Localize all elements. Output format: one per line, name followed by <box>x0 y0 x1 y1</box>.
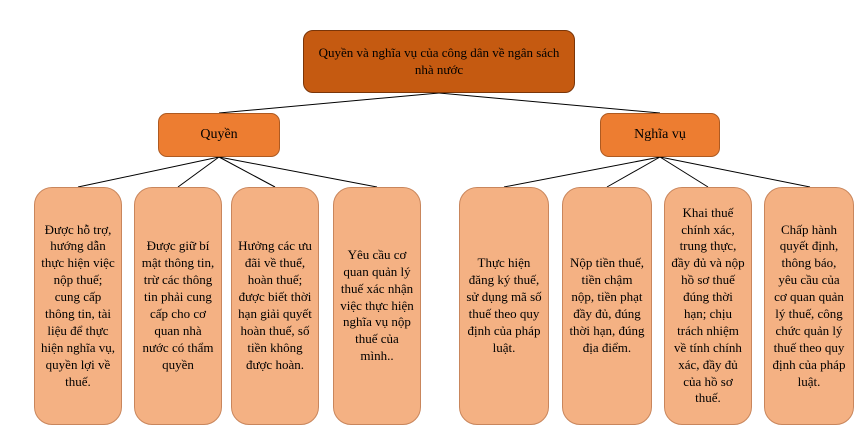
link-quyen-4 <box>218 156 378 188</box>
link-root-quyen <box>218 92 440 114</box>
leaf-label: Hưởng các ưu đãi về thuế, hoàn thuế; đượ… <box>238 238 312 372</box>
leaf-nghia-vu-1: Thực hiện đăng ký thuế, sử dụng mã số th… <box>459 187 549 425</box>
link-root-nghia-vu <box>438 92 661 114</box>
link-nghia-vu-1 <box>503 156 661 188</box>
node-nghia-vu: Nghĩa vụ <box>600 113 720 157</box>
leaf-label: Thực hiện đăng ký thuế, sử dụng mã số th… <box>466 255 542 355</box>
leaf-quyen-1: Được hỗ trợ, hướng dẫn thực hiện việc nộ… <box>34 187 122 425</box>
link-quyen-1 <box>77 156 220 188</box>
leaf-nghia-vu-3: Khai thuế chính xác, trung thực, đầy đủ … <box>664 187 752 425</box>
leaf-nghia-vu-4: Chấp hành quyết định, thông báo, yêu cầu… <box>764 187 854 425</box>
leaf-nghia-vu-2: Nộp tiền thuế, tiền chậm nộp, tiền phạt … <box>562 187 652 425</box>
leaf-quyen-3: Hưởng các ưu đãi về thuế, hoàn thuế; đượ… <box>231 187 319 425</box>
link-nghia-vu-3 <box>659 156 709 188</box>
leaf-label: Được giữ bí mật thông tin, trừ các thông… <box>141 238 215 372</box>
leaf-label: Khai thuế chính xác, trung thực, đầy đủ … <box>671 204 745 406</box>
link-quyen-2 <box>177 156 220 188</box>
node-quyen: Quyền <box>158 113 280 157</box>
node-quyen-label: Quyền <box>200 126 238 142</box>
link-quyen-3 <box>218 156 276 188</box>
leaf-quyen-2: Được giữ bí mật thông tin, trừ các thông… <box>134 187 222 425</box>
leaf-label: Chấp hành quyết định, thông báo, yêu cầu… <box>772 221 846 389</box>
link-nghia-vu-2 <box>606 156 661 188</box>
leaf-label: Yêu cầu cơ quan quản lý thuế xác nhận vi… <box>340 246 414 364</box>
leaf-label: Nộp tiền thuế, tiền chậm nộp, tiền phạt … <box>569 255 645 355</box>
link-nghia-vu-4 <box>659 156 811 188</box>
leaf-quyen-4: Yêu cầu cơ quan quản lý thuế xác nhận vi… <box>333 187 421 425</box>
root-label: Quyền và nghĩa vụ của công dân về ngân s… <box>318 44 560 77</box>
leaf-label: Được hỗ trợ, hướng dẫn thực hiện việc nộ… <box>41 221 116 389</box>
root-node: Quyền và nghĩa vụ của công dân về ngân s… <box>303 30 575 93</box>
node-nghia-vu-label: Nghĩa vụ <box>634 126 686 142</box>
